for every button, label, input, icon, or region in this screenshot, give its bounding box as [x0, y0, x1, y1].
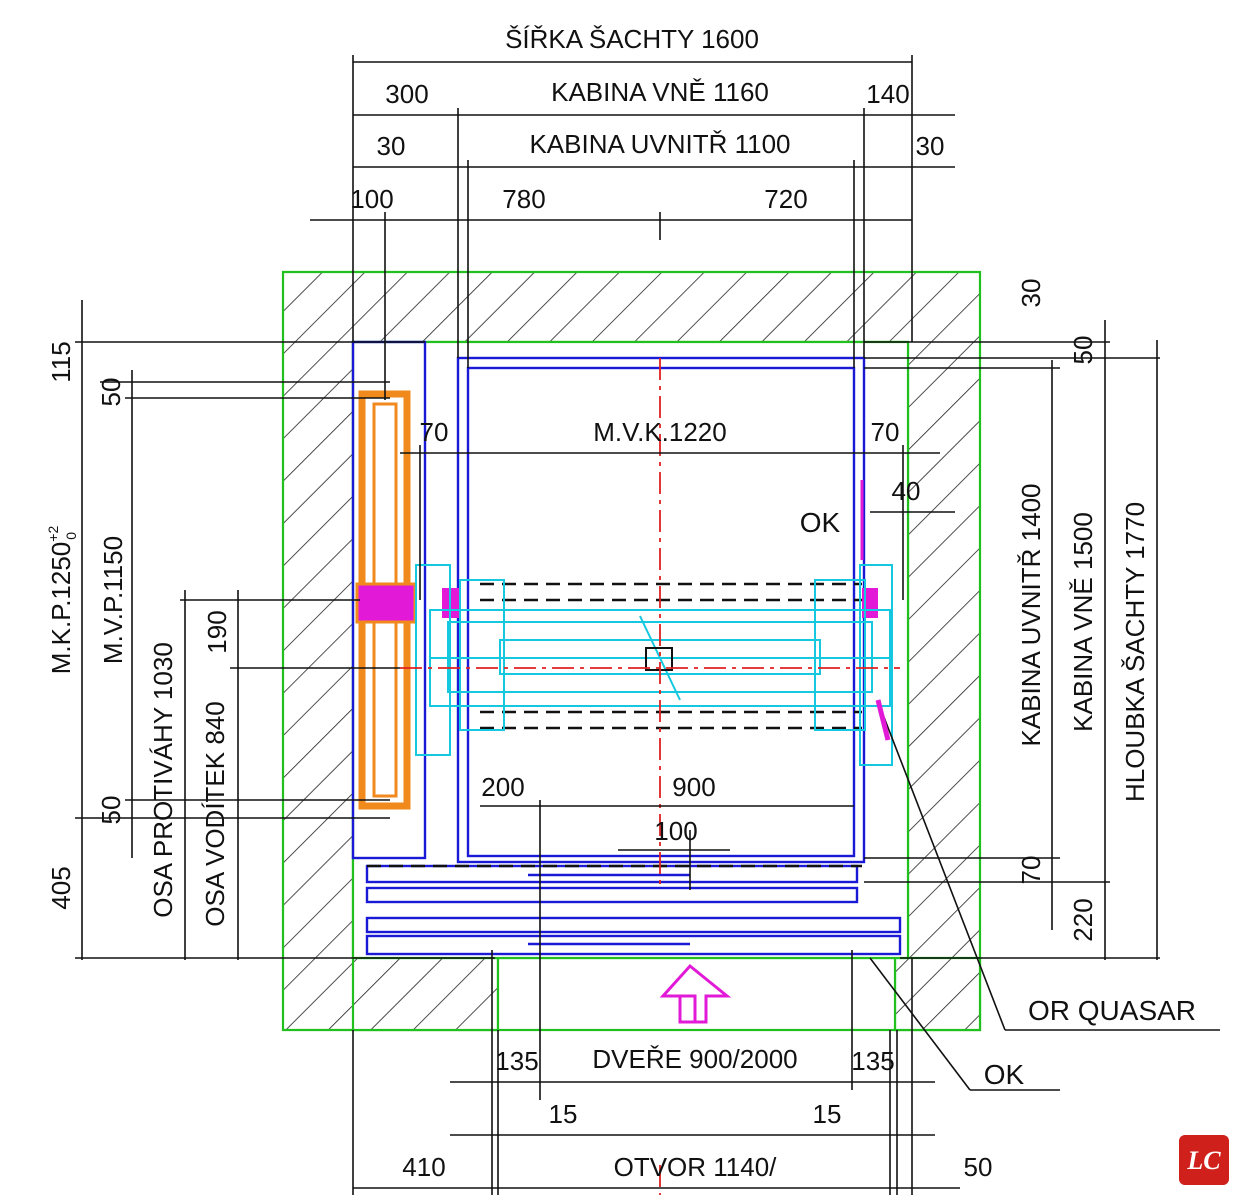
dim-220-label: 220 [1068, 898, 1098, 941]
ok-top-label: OK [800, 507, 841, 538]
dim-900-label: 900 [672, 772, 715, 802]
dim-30-right-label: 30 [916, 131, 945, 161]
dim-410-label: 410 [402, 1152, 445, 1182]
mvk-label: M.V.K.1220 [593, 417, 726, 447]
cabin-inside-label: KABINA UVNITŘ 1100 [529, 129, 790, 159]
dim-50-a-label: 50 [96, 378, 126, 407]
osa-voditek-label: OSA VODÍTEK 840 [200, 701, 230, 926]
mkp-main-label: M.K.P.1250 [46, 542, 76, 675]
car-frame [415, 564, 893, 766]
dimension-lines [75, 55, 1220, 1195]
dim-30-left-label: 30 [377, 131, 406, 161]
dim-300-label: 300 [385, 79, 428, 109]
dim-135-right-label: 135 [851, 1046, 894, 1076]
door-dashed-lines [367, 582, 862, 868]
mkp-tolerance-upper: +2 [45, 526, 61, 542]
shaft-depth-label: HLOUBKA ŠACHTY 1770 [1120, 502, 1150, 802]
dim-100-door-label: 100 [654, 816, 697, 846]
dim-40-label: 40 [892, 476, 921, 506]
dim-405-label: 405 [46, 866, 76, 909]
dim-135-left-label: 135 [495, 1046, 538, 1076]
dim-30-side-label: 30 [1016, 279, 1046, 308]
cabin-outside-depth-label: KABINA VNĚ 1500 [1068, 512, 1098, 732]
dim-70-left-label: 70 [420, 417, 449, 447]
entrance-arrow [659, 963, 732, 1024]
ok-bottom-label: OK [984, 1059, 1025, 1090]
lc-logo: LC [1179, 1135, 1229, 1185]
lc-logo-text: LC [1186, 1146, 1221, 1175]
dim-50-b-label: 50 [96, 796, 126, 825]
dim-70-right-label: 70 [871, 417, 900, 447]
dim-50-side-label: 50 [1068, 336, 1098, 365]
dim-70-side-label: 70 [1016, 856, 1046, 885]
center-axes [400, 358, 900, 1195]
mvp-label: M.V.P.1150 [98, 536, 128, 664]
dim-50-bottom-label: 50 [964, 1152, 993, 1182]
dim-720-label: 720 [764, 184, 807, 214]
mkp-tolerance-lower: 0 [63, 532, 79, 540]
dim-190-label: 190 [202, 610, 232, 653]
dimension-texts: ŠÍŘKA ŠACHTY 1600 KABINA VNĚ 1160 300 14… [350, 24, 1196, 1182]
dim-200-label: 200 [481, 772, 524, 802]
cabin-inside-depth-label: KABINA UVNITŘ 1400 [1016, 484, 1046, 747]
dim-100-top-label: 100 [350, 184, 393, 214]
dim-15-left-label: 15 [549, 1099, 578, 1129]
osa-protivahy-label: OSA PROTIVÁHY 1030 [148, 642, 178, 918]
dim-115-label: 115 [46, 341, 76, 382]
dim-140-label: 140 [866, 79, 909, 109]
shaft-walls [281, 270, 982, 1032]
dim-15-right-label: 15 [813, 1099, 842, 1129]
or-quasar-label: OR QUASAR [1028, 995, 1196, 1026]
opening-label: OTVOR 1140/ [614, 1152, 778, 1182]
shaft-width-label: ŠÍŘKA ŠACHTY 1600 [505, 24, 759, 54]
doors-label: DVEŘE 900/2000 [592, 1044, 797, 1074]
cabin-outside-label: KABINA VNĚ 1160 [551, 77, 769, 107]
dim-780-label: 780 [502, 184, 545, 214]
